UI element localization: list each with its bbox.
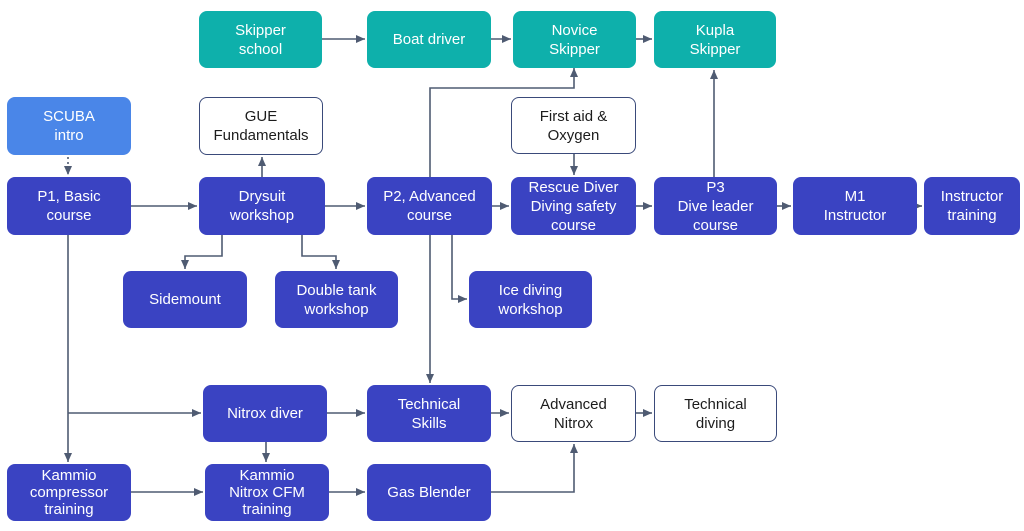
arrow-drysuit-to-double-tank bbox=[301, 235, 340, 269]
node-nitrox-diver: Nitrox diver bbox=[203, 385, 327, 442]
node-label: Rescue Diver Diving safety course bbox=[528, 178, 619, 234]
node-label: Drysuit workshop bbox=[229, 188, 295, 224]
node-novice-skipper: Novice Skipper bbox=[513, 11, 636, 68]
node-label: Gas Blender bbox=[387, 484, 471, 501]
node-kupla-skipper: Kupla Skipper bbox=[654, 11, 776, 68]
arrow-p2-to-ice-diving bbox=[451, 235, 467, 303]
node-p2-advanced-course: P2, Advanced course bbox=[367, 177, 492, 235]
node-p3-dive-leader: P3 Dive leader course bbox=[654, 177, 777, 235]
node-label: P3 Dive leader course bbox=[677, 178, 754, 234]
node-gue-fundamentals: GUE Fundamentals bbox=[199, 97, 323, 155]
node-m1-instructor: M1 Instructor bbox=[793, 177, 917, 235]
node-label: Kammio compressor training bbox=[29, 467, 109, 518]
node-label: Boat driver bbox=[392, 31, 466, 48]
node-ice-diving-workshop: Ice diving workshop bbox=[469, 271, 592, 328]
node-label: Kupla Skipper bbox=[689, 21, 741, 58]
node-label: First aid & Oxygen bbox=[539, 107, 608, 144]
node-label: Advanced Nitrox bbox=[540, 395, 607, 432]
node-label: Novice Skipper bbox=[549, 21, 600, 58]
node-advanced-nitrox: Advanced Nitrox bbox=[511, 385, 636, 442]
node-label: Double tank workshop bbox=[296, 281, 377, 318]
node-label: Technical diving bbox=[684, 395, 747, 432]
node-label: Nitrox diver bbox=[227, 405, 303, 422]
node-label: Sidemount bbox=[149, 291, 221, 308]
node-kammio-nitrox-cfm-training: Kammio Nitrox CFM training bbox=[205, 464, 329, 521]
node-label: Instructor training bbox=[940, 188, 1004, 224]
node-instructor-training: Instructor training bbox=[924, 177, 1020, 235]
node-skipper-school: Skipper school bbox=[199, 11, 322, 68]
node-scuba-intro: SCUBA intro bbox=[7, 97, 131, 155]
node-technical-diving: Technical diving bbox=[654, 385, 777, 442]
node-sidemount: Sidemount bbox=[123, 271, 247, 328]
node-rescue-diver: Rescue Diver Diving safety course bbox=[511, 177, 636, 235]
node-label: P2, Advanced course bbox=[383, 188, 476, 224]
arrow-p2-to-novice-skipper bbox=[429, 68, 578, 177]
node-label: Ice diving workshop bbox=[498, 281, 563, 318]
node-label: M1 Instructor bbox=[823, 188, 887, 224]
node-label: Technical Skills bbox=[397, 395, 461, 432]
node-technical-skills: Technical Skills bbox=[367, 385, 491, 442]
node-double-tank-workshop: Double tank workshop bbox=[275, 271, 398, 328]
arrow-drysuit-to-sidemount bbox=[181, 235, 223, 269]
node-p1-basic-course: P1, Basic course bbox=[7, 177, 131, 235]
node-gas-blender: Gas Blender bbox=[367, 464, 491, 521]
node-label: P1, Basic course bbox=[37, 188, 101, 224]
node-label: GUE Fundamentals bbox=[213, 108, 309, 144]
arrow-gas-blender-to-advanced-nitrox bbox=[491, 444, 578, 493]
node-label: SCUBA intro bbox=[43, 108, 95, 144]
node-boat-driver: Boat driver bbox=[367, 11, 491, 68]
node-first-aid-oxygen: First aid & Oxygen bbox=[511, 97, 636, 154]
node-drysuit-workshop: Drysuit workshop bbox=[199, 177, 325, 235]
node-label: Skipper school bbox=[235, 21, 286, 58]
node-label: Kammio Nitrox CFM training bbox=[229, 467, 305, 518]
node-kammio-compressor-training: Kammio compressor training bbox=[7, 464, 131, 521]
